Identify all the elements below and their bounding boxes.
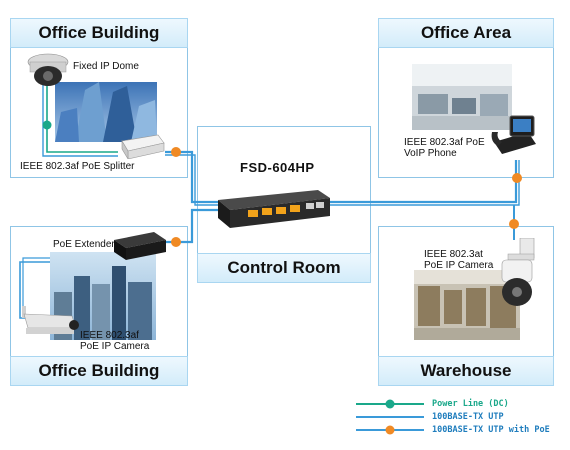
dome-camera-label: Fixed IP Dome (73, 61, 139, 72)
ptz-camera-label-line2: PoE IP Camera (424, 260, 494, 271)
bullet-camera-label-line2: PoE IP Camera (80, 341, 150, 352)
poe-switch-icon (218, 190, 330, 228)
poe-extender-icon (114, 232, 166, 260)
office-building-top-title: Office Building (10, 18, 188, 48)
legend-dc-label: Power Line (DC) (432, 399, 509, 409)
poe-splitter-icon (121, 134, 165, 159)
control-room-title: Control Room (197, 253, 371, 283)
legend-utp-label: 100BASE-TX UTP (432, 412, 504, 422)
ptz-camera-label-line1: IEEE 802.3at (424, 249, 483, 260)
skyscraper-photo (55, 82, 157, 142)
dome-camera-icon (27, 53, 69, 86)
dc-badge-icon (42, 120, 52, 130)
warehouse-title: Warehouse (378, 356, 554, 386)
poe-badge-icon (171, 147, 522, 247)
poe-splitter-label: IEEE 802.3af PoE Splitter (20, 161, 135, 172)
office-photo (412, 64, 512, 130)
switch-model-label: FSD-604HP (240, 160, 315, 175)
ptz-camera-icon (501, 238, 535, 306)
voip-phone-label-line1: IEEE 802.3af PoE (404, 137, 485, 148)
bullet-camera-icon (22, 306, 79, 334)
city-towers-photo (50, 252, 156, 340)
poe-extender-label: PoE Extender (53, 239, 115, 250)
legend-utp-poe-label: 100BASE-TX UTP with PoE (432, 425, 550, 435)
voip-phone-label-line2: VoIP Phone (404, 148, 457, 159)
voip-phone-icon (491, 115, 536, 154)
office-area-title: Office Area (378, 18, 554, 48)
bullet-camera-label-line1: IEEE 802.3af (80, 330, 139, 341)
office-building-bottom-title: Office Building (10, 356, 188, 386)
